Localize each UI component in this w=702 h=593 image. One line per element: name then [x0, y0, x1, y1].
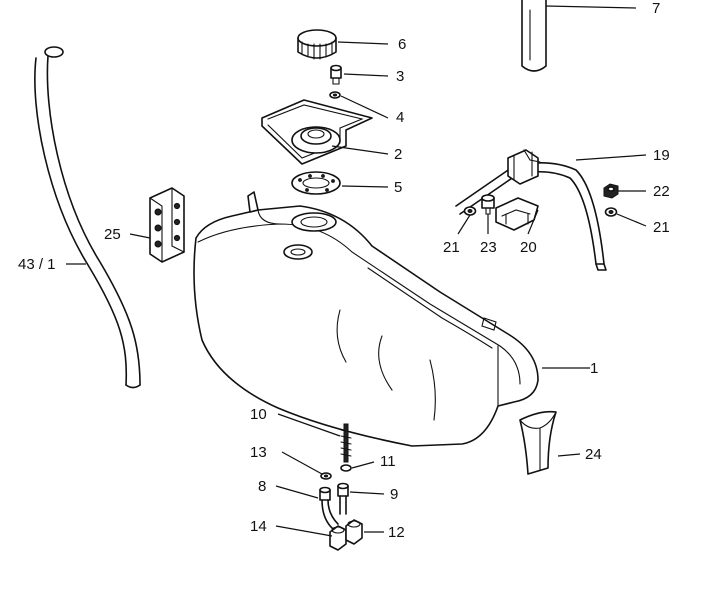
drain-screw — [340, 423, 352, 463]
callout-2: 2 — [394, 146, 402, 163]
callout-6: 6 — [398, 36, 406, 53]
callout-11: 11 — [380, 453, 396, 470]
washer-outlet — [320, 472, 332, 480]
bolt — [481, 194, 495, 215]
callout-14: 14 — [250, 518, 267, 535]
callout-20: 20 — [520, 239, 537, 256]
callout-12: 12 — [388, 524, 405, 541]
callout-3: 3 — [396, 68, 404, 85]
fuel-line-cap-left — [329, 525, 347, 551]
callout-9: 9 — [390, 486, 398, 503]
callout-22: 22 — [653, 183, 670, 200]
return-fitting — [337, 482, 349, 515]
mounting-rubber-block — [149, 187, 185, 263]
fuel-line-cap-right — [345, 519, 363, 545]
rubber-pad — [519, 410, 557, 475]
callout-5: 5 — [394, 179, 402, 196]
callout-24: 24 — [585, 446, 602, 463]
callout-43-1: 43 / 1 — [18, 256, 56, 273]
tank-strap — [455, 149, 607, 271]
callout-1: 1 — [590, 360, 598, 377]
callout-21-right: 21 — [653, 219, 670, 236]
filler-neck-tube — [521, 0, 547, 72]
filler-cap — [297, 29, 337, 60]
fuel-tank — [193, 191, 539, 447]
callout-19: 19 — [653, 147, 670, 164]
washer-drain — [340, 464, 352, 472]
callout-25: 25 — [104, 226, 121, 243]
outlet-fitting — [319, 486, 339, 529]
leader-lines — [66, 5, 647, 537]
nut — [603, 183, 619, 199]
callout-8: 8 — [258, 478, 266, 495]
small-washer — [329, 91, 341, 99]
washer-right — [604, 207, 618, 217]
callout-4: 4 — [396, 109, 404, 126]
screw — [330, 64, 342, 85]
callout-13: 13 — [250, 444, 267, 461]
washer-left — [463, 206, 477, 216]
callout-7: 7 — [652, 0, 660, 17]
callout-21-left: 21 — [443, 239, 460, 256]
callout-10: 10 — [250, 406, 267, 423]
breather-hose — [34, 46, 141, 389]
callout-23: 23 — [480, 239, 497, 256]
filler-flange-plate — [261, 99, 373, 165]
gasket-ring — [291, 171, 341, 195]
